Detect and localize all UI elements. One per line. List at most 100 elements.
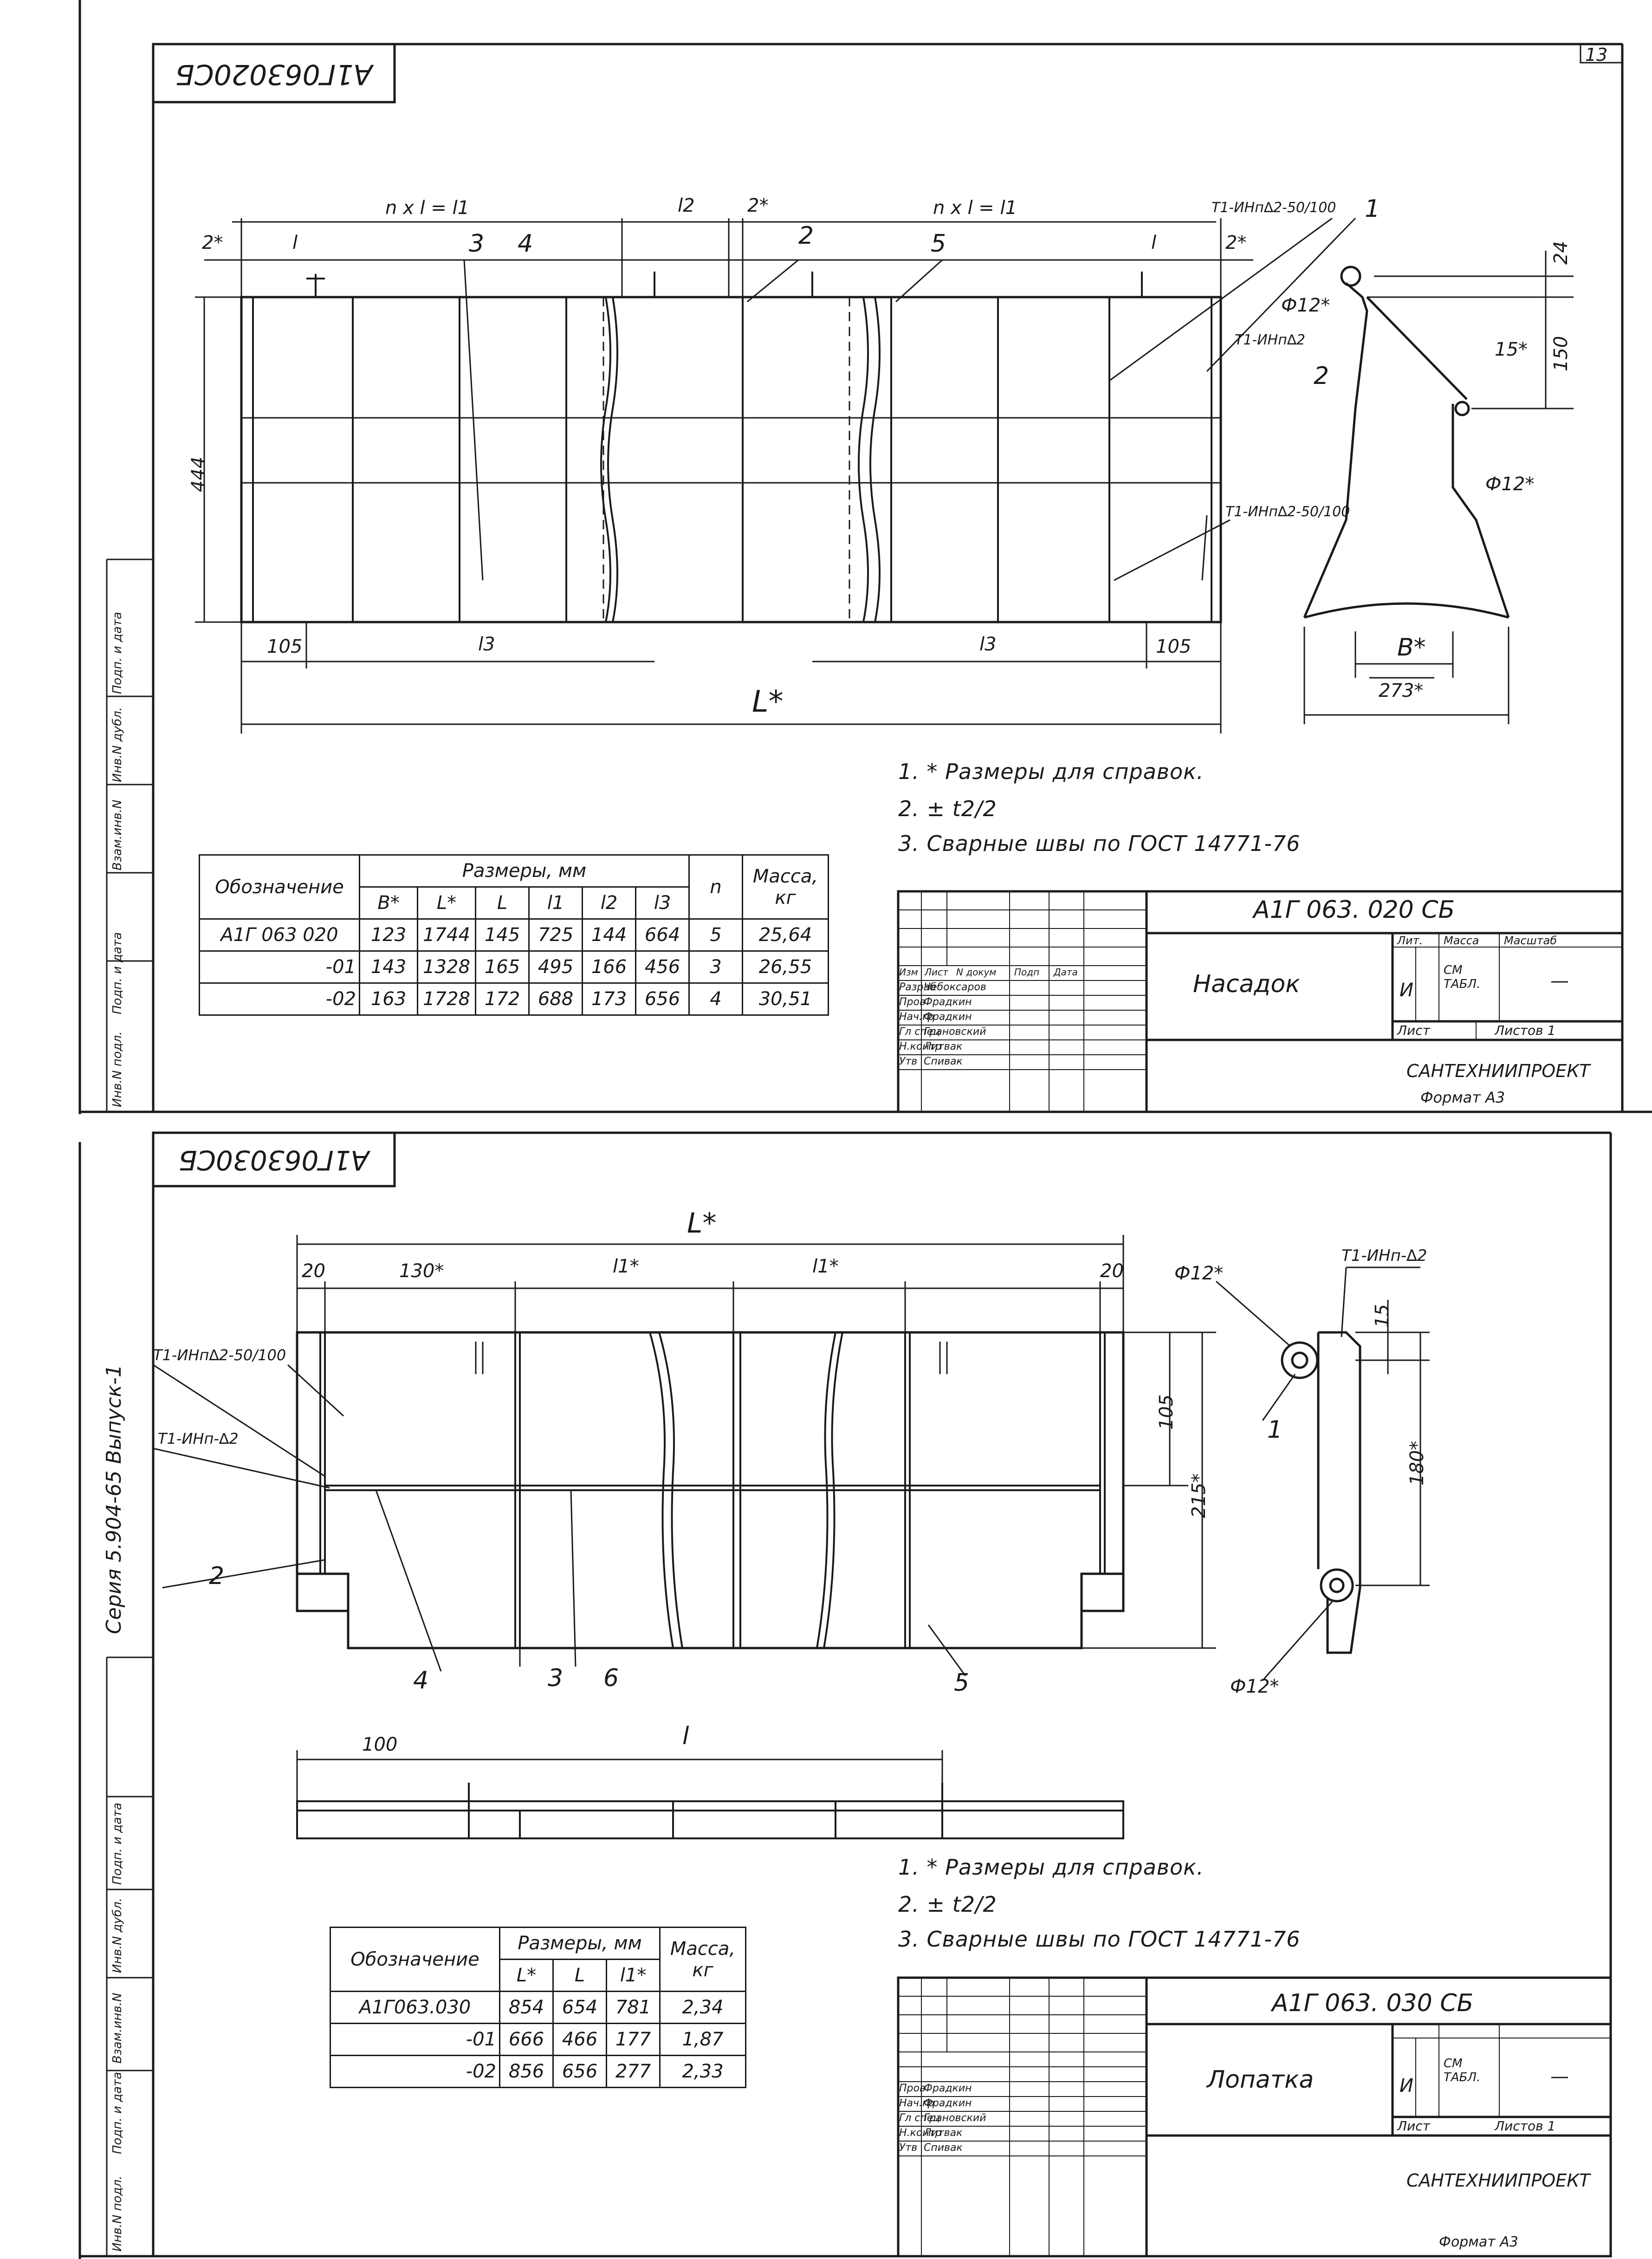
weld-label-2: Т1-ИНп∆2: [1235, 332, 1306, 348]
th-mass: Масса, кг: [742, 854, 829, 920]
dim-2star-left: 2*: [202, 232, 223, 253]
tb1-role-prov: Пров: [899, 996, 926, 1008]
cell: 1728: [417, 982, 476, 1016]
sheet1-scale-value: —: [1550, 970, 1569, 992]
cell: 854: [499, 1991, 554, 2024]
cell: 173: [582, 982, 636, 1016]
page-number: 13: [1585, 45, 1608, 65]
tb1-name-prov: Фрадкин: [924, 996, 972, 1008]
sheet2-sheets-label: Листов 1: [1495, 2118, 1556, 2134]
cell: -02: [330, 2055, 500, 2088]
dim-24: 24: [1550, 241, 1572, 265]
sheet1-mass-value: СМ ТАБЛ.: [1444, 963, 1481, 991]
s2-callout-2: 2: [209, 1562, 225, 1590]
cell: А1Г063.030: [330, 1991, 500, 2024]
sheet2-mass-value: СМ ТАБЛ.: [1444, 2057, 1481, 2084]
cell: 781: [606, 1991, 661, 2024]
tb1-role-razrab: Разраб: [899, 981, 936, 993]
th-col-L-star: L*: [417, 886, 476, 920]
sheet2-doc-code: А1Г 063. 030 СБ: [1272, 1989, 1474, 2017]
th-col-l2: l2: [582, 886, 636, 920]
sheet2-note-1: 1. * Размеры для справок.: [898, 1855, 1204, 1880]
s2-th-L: L: [552, 1959, 607, 1992]
cell: 856: [499, 2055, 554, 2088]
s2-dim-L-star: L*: [687, 1207, 717, 1240]
sheet2-scale-value: —: [1550, 2066, 1569, 2087]
s2-dim-20-right: 20: [1100, 1260, 1124, 1282]
weld-label-1: Т1-ИНп∆2-50/100: [1211, 200, 1336, 216]
table-row: А1Г 063 020 123 1744 145 725 144 664 5 2…: [199, 918, 829, 952]
sheet1-side-stamp-4: Инв.N дубл.: [110, 707, 124, 782]
dim-105-left: 105: [267, 636, 303, 657]
dim-nxl-right: n x l = l1: [933, 197, 1017, 219]
sheet1-part-name: Насадок: [1193, 970, 1300, 998]
dim-l-left: l: [292, 232, 298, 253]
sheet2-lit-value: И: [1399, 2075, 1413, 2097]
dim-l3-left: l3: [478, 634, 495, 655]
s2-dim-l1-a: l1*: [613, 1256, 639, 1277]
sheet2-org: САНТЕХНИИПРОЕКТ: [1406, 2170, 1590, 2191]
table-row: А1Г063.030 854 654 781 2,34: [330, 1991, 746, 2024]
s2-th-sizes: Размеры, мм: [499, 1927, 661, 1960]
cell: 123: [359, 918, 418, 952]
callout-4: 4: [518, 230, 533, 258]
cell: 456: [635, 950, 690, 984]
tb1-role-nachgr: Нач.гр: [899, 1011, 934, 1023]
s2-th-mass: Масса, кг: [659, 1927, 746, 1992]
s2-callout-3: 3: [548, 1664, 564, 1692]
sheet1-note-1: 1. * Размеры для справок.: [898, 759, 1204, 784]
th-sizes: Размеры, мм: [359, 854, 690, 888]
tb1-name-razrab: Чебоксаров: [924, 981, 986, 993]
callout-2-side: 2: [1314, 362, 1329, 390]
cell: 495: [528, 950, 583, 984]
dim-2star-right: 2*: [1225, 232, 1247, 253]
sheet1-doc-code: А1Г 063. 020 СБ: [1253, 896, 1455, 924]
sheet1-mass-label: Масса: [1444, 934, 1479, 947]
cell: 163: [359, 982, 418, 1016]
th-col-B: B*: [359, 886, 418, 920]
s2-callout-1: 1: [1267, 1416, 1283, 1444]
sheet2-format: Формат А3: [1439, 2234, 1518, 2250]
cell: 1744: [417, 918, 476, 952]
sheet1-lit-label: Лит.: [1397, 934, 1423, 947]
sheet2-dimension-table: Обозначение Размеры, мм Масса, кг L* L l…: [330, 1927, 746, 2088]
sheet1-side-stamp-5: Подп. и дата: [110, 611, 124, 694]
s2-callout-6: 6: [603, 1664, 619, 1692]
cell: 25,64: [742, 918, 829, 952]
callout-1: 1: [1365, 195, 1380, 223]
sheet2-side-stamp-3: Взам.инв.N: [110, 1993, 124, 2064]
th-col-L: L: [475, 886, 530, 920]
tb2-role-glspec: Гл спец: [899, 2112, 940, 2124]
s2-dim-100: 100: [362, 1734, 398, 1755]
s2-dim-phi12-b: Ф12*: [1230, 1676, 1279, 1697]
cell: 466: [552, 2023, 607, 2056]
dim-l3-right: l3: [979, 634, 997, 655]
tb1-name-nachgr: Фрадкин: [924, 1011, 972, 1023]
th-n: n: [688, 854, 743, 920]
tb1-role-izm: Изм: [899, 967, 918, 978]
cell: 656: [635, 982, 690, 1016]
cell: 166: [582, 950, 636, 984]
sheet1-note-2: 2. ± t2/2: [898, 796, 997, 821]
tb1-name-nkontr: Литвак: [924, 1041, 963, 1052]
dim-l-right: l: [1151, 232, 1157, 253]
sheet2-side-stamp-5: Подп. и дата: [110, 1802, 124, 1885]
table-row: -01 666 466 177 1,87: [330, 2023, 746, 2056]
cell: -01: [330, 2023, 500, 2056]
cell: 143: [359, 950, 418, 984]
dim-l2: l2: [678, 195, 695, 216]
tb2-name-glspec: Грановский: [924, 2112, 986, 2124]
callout-2-main: 2: [798, 222, 814, 250]
sheet2-side-stamp-1: Инв.N подл.: [110, 2175, 124, 2252]
sheet1-side-stamp-2: Подп. и дата: [110, 932, 124, 1014]
cell: 656: [552, 2055, 607, 2088]
tb1-role-ndok: N докум: [956, 967, 997, 978]
cell: 654: [552, 1991, 607, 2024]
sheet1-format: Формат А3: [1420, 1089, 1505, 1106]
dim-444: 444: [188, 456, 209, 492]
s2-th-designation: Обозначение: [330, 1927, 500, 1992]
sheet1-lit-value: И: [1399, 980, 1413, 1001]
table-row: -02 856 656 277 2,33: [330, 2055, 746, 2088]
dim-273: 273*: [1379, 680, 1424, 701]
callout-3: 3: [469, 230, 485, 258]
